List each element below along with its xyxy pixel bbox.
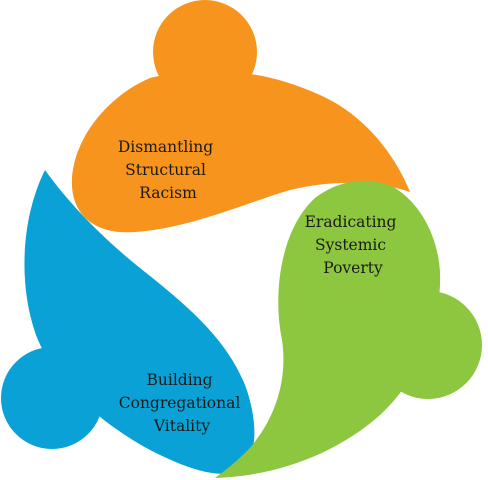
green-label-line-3: Poverty <box>323 259 383 277</box>
green-label: Eradicating Systemic Poverty <box>305 213 402 277</box>
green-swoosh <box>215 180 441 478</box>
green-segment <box>215 180 482 478</box>
orange-swoosh <box>71 71 410 233</box>
blue-circle <box>1 347 103 449</box>
green-circle <box>374 291 482 399</box>
orange-label-line-2: Structural <box>125 161 206 179</box>
orange-label-line-3: Racism <box>139 184 197 202</box>
blue-segment <box>1 170 255 474</box>
orange-segment <box>71 0 410 233</box>
green-label-line-2: Systemic <box>315 236 386 254</box>
blue-label-line-2: Congregational <box>119 394 241 412</box>
blue-label-line-3: Vitality <box>153 417 210 435</box>
blue-label-line-1: Building <box>146 371 212 389</box>
orange-label: Dismantling Structural Racism <box>118 138 218 202</box>
orange-circle <box>153 0 257 104</box>
blue-label: Building Congregational Vitality <box>119 371 245 435</box>
orange-label-line-1: Dismantling <box>118 138 213 156</box>
green-label-line-1: Eradicating <box>305 213 397 231</box>
